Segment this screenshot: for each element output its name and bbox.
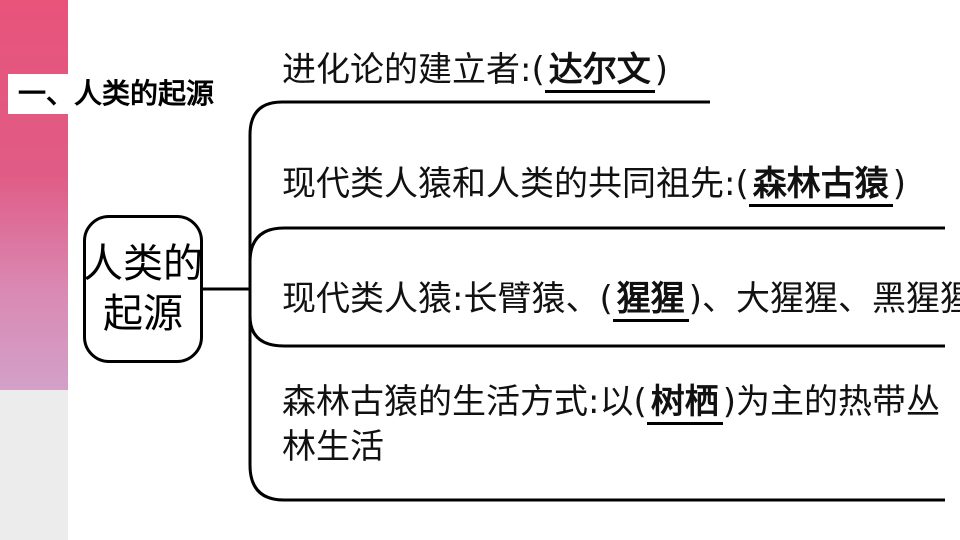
branch-2-prefix: 现代类人猿和人类的共同祖先:(: [282, 164, 749, 204]
branch-3-line: [248, 315, 945, 348]
branch-3-prefix: 现代类人猿:长臂猿、(: [282, 279, 613, 319]
branch-3-answer: 猩猩: [612, 279, 689, 322]
branch-1-suffix: ): [654, 50, 668, 90]
branch-common-ancestor: 现代类人猿和人类的共同祖先:(森林古猿): [282, 162, 906, 207]
branch-4-answer: 树栖: [646, 382, 723, 425]
branch-modern-apes: 现代类人猿:长臂猿、(猩猩)、大猩猩、黑猩猩: [282, 277, 960, 322]
branch-1-line: [248, 100, 710, 136]
branch-1-prefix: 进化论的建立者:(: [282, 50, 545, 90]
root-node: 人类的 起源: [83, 215, 203, 363]
branch-2-answer: 森林古猿: [748, 164, 893, 207]
branch-3-suffix: )、大猩猩、黑猩猩: [688, 279, 960, 319]
branch-2-suffix: ): [892, 164, 906, 204]
branch-lifestyle: 森林古猿的生活方式:以(树栖)为主的热带丛林生活: [282, 380, 942, 469]
root-label-line1: 人类的: [83, 241, 203, 287]
branch-4-suffix: )为主的热带丛林生活: [282, 382, 940, 467]
branch-evolution-founder: 进化论的建立者:(达尔文): [282, 48, 668, 93]
branch-4-prefix: 森林古猿的生活方式:以(: [282, 382, 647, 422]
sidebar-accent: [0, 0, 68, 390]
section-title: 一、人类的起源: [8, 74, 253, 114]
branch-2-line: [248, 226, 945, 263]
branch-4-line: [248, 464, 945, 502]
sidebar-lower-panel: [0, 390, 68, 540]
branch-1-answer: 达尔文: [544, 50, 655, 93]
root-label-line2: 起源: [103, 291, 183, 337]
